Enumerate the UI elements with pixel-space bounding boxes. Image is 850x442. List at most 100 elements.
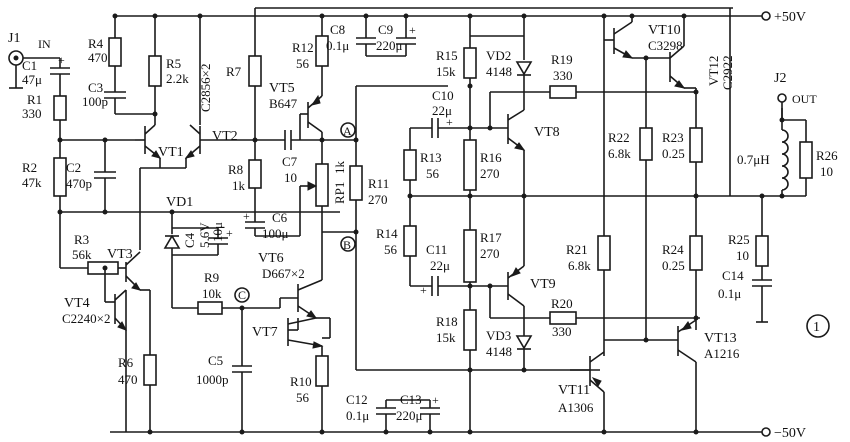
svg-text:+: + — [226, 226, 233, 240]
r22-ref: R22 — [608, 130, 630, 145]
rp1-value: 1k — [332, 161, 347, 175]
r5-value: 2.2k — [166, 71, 189, 86]
capacitor-c14: C14 0.1μ — [718, 268, 772, 323]
r6-value: 470 — [118, 372, 138, 387]
r10-value: 56 — [296, 390, 310, 405]
r16-ref: R16 — [480, 150, 502, 165]
capacitor-c4: + C4 5.6V 10μ — [172, 222, 233, 256]
r11-value: 270 — [368, 192, 388, 207]
r17-value: 270 — [480, 246, 500, 261]
r13-value: 56 — [426, 166, 440, 181]
capacitor-c9: + C9 220μ — [366, 13, 416, 57]
r17-ref: R17 — [480, 230, 502, 245]
vt10-value: C3298 — [648, 38, 683, 53]
c13-ref: C13 — [400, 392, 422, 407]
c5-value: 1000p — [196, 372, 229, 387]
resistor-r14: R14 56 — [376, 225, 417, 257]
c9-value: 220μ — [376, 38, 403, 53]
vt11-ref: VT11 — [558, 383, 590, 398]
c12-value: 0.1μ — [346, 408, 369, 423]
r2-ref: R2 — [22, 160, 37, 175]
r25-value: 10 — [736, 248, 749, 263]
r2-value: 47k — [22, 175, 42, 190]
r12-ref: R12 — [292, 40, 314, 55]
resistor-r20: R20 330 — [489, 286, 700, 339]
capacitor-c8: C8 0.1μ — [326, 13, 376, 56]
svg-text:+: + — [420, 283, 427, 297]
pair12-label: C2856×2 — [198, 63, 213, 112]
negative-rail-label: −50V — [774, 426, 806, 441]
capacitor-c5: C5 1000p — [196, 308, 252, 435]
vt13-value: A1216 — [704, 346, 740, 361]
vd3-value: 4148 — [486, 344, 512, 359]
diode-vd2: VD2 4148 — [470, 13, 533, 110]
r1-value: 330 — [22, 106, 42, 121]
r23-value: 0.25 — [662, 146, 685, 161]
r9-ref: R9 — [204, 270, 219, 285]
vt2-ref: VT2 — [212, 129, 238, 144]
resistor-r5: R5 2.2k — [148, 13, 189, 125]
c7-ref: C7 — [282, 154, 298, 169]
vt4-value: C2240×2 — [62, 311, 111, 326]
c14-ref: C14 — [722, 268, 744, 283]
vt4-ref: VT4 — [64, 296, 90, 311]
resistor-r19: R19 330 — [489, 52, 696, 128]
r20-value: 330 — [552, 324, 572, 339]
svg-text:+: + — [432, 393, 439, 407]
capacitor-c12: C12 0.1μ — [346, 392, 430, 435]
transistor-vt2: VT2 C2856×2 — [139, 13, 255, 250]
vt5-ref: VT5 — [269, 81, 295, 96]
r15-value: 15k — [436, 64, 456, 79]
capacitor-c13: + C13 220μ — [396, 392, 440, 435]
svg-text:+: + — [409, 23, 416, 37]
j2-name: OUT — [792, 92, 817, 106]
vt8-ref: VT8 — [534, 125, 560, 140]
transistor-vt6: VT6 D667×2 — [258, 232, 323, 319]
positive-rail-label: +50V — [774, 10, 806, 25]
resistor-r8: R8 1k — [228, 159, 262, 212]
r26-value: 10 — [820, 164, 833, 179]
resistor-r12: R12 56 — [292, 13, 329, 92]
potentiometer-rp1: RP1 1k — [299, 161, 347, 232]
c4-ref: C4 — [182, 232, 197, 248]
r4-ref: R4 — [88, 36, 104, 51]
figure-number-badge: 1 — [806, 314, 830, 338]
node-b: B — [343, 238, 351, 252]
c4-value: 10μ — [210, 222, 225, 242]
transistor-vt11: VT11 A1306 — [558, 351, 607, 435]
transistor-vt7: VT7 — [252, 317, 331, 356]
r21-value: 6.8k — [568, 258, 591, 273]
capacitor-c6: + C6 100μ — [243, 209, 301, 241]
r3-ref: R3 — [74, 232, 89, 247]
r21-ref: R21 — [566, 242, 588, 257]
c11-value: 22μ — [430, 258, 450, 273]
resistor-r23: R23 0.25 — [662, 127, 703, 236]
svg-text:+: + — [243, 209, 250, 223]
r3-value: 56k — [72, 247, 92, 262]
output-network: J2 OUT — [729, 8, 817, 199]
resistor-r22: R22 6.8k — [608, 58, 653, 340]
transistor-vt1: VT1 — [135, 124, 184, 168]
input-connector-j1: J1 IN — [8, 31, 60, 89]
c5-ref: C5 — [208, 353, 223, 368]
node-a-marker: A — [322, 122, 359, 143]
vt11-value: A1306 — [558, 400, 594, 415]
c6-ref: C6 — [272, 210, 288, 225]
vt13-ref: VT13 — [704, 331, 737, 346]
diode-vd3: VD3 4148 — [486, 328, 533, 373]
c10-value: 22μ — [432, 103, 452, 118]
r19-ref: R19 — [551, 52, 573, 67]
zener-vd1: VD1 — [163, 195, 193, 308]
r20-ref: R20 — [551, 296, 573, 311]
resistor-r11: R11 270 B — [322, 140, 389, 252]
resistor-r26: R26 10 — [799, 141, 838, 179]
r9-value: 10k — [202, 286, 222, 301]
c9-ref: C9 — [378, 22, 393, 37]
capacitor-c7: C7 10 — [255, 130, 322, 185]
vt6-ref: VT6 — [258, 251, 284, 266]
resistor-r13: R13 56 — [403, 149, 442, 199]
vd1-ref: VD1 — [166, 195, 193, 210]
transistor-vt8: VT8 — [507, 109, 560, 199]
r4-value: 470 — [88, 50, 108, 65]
